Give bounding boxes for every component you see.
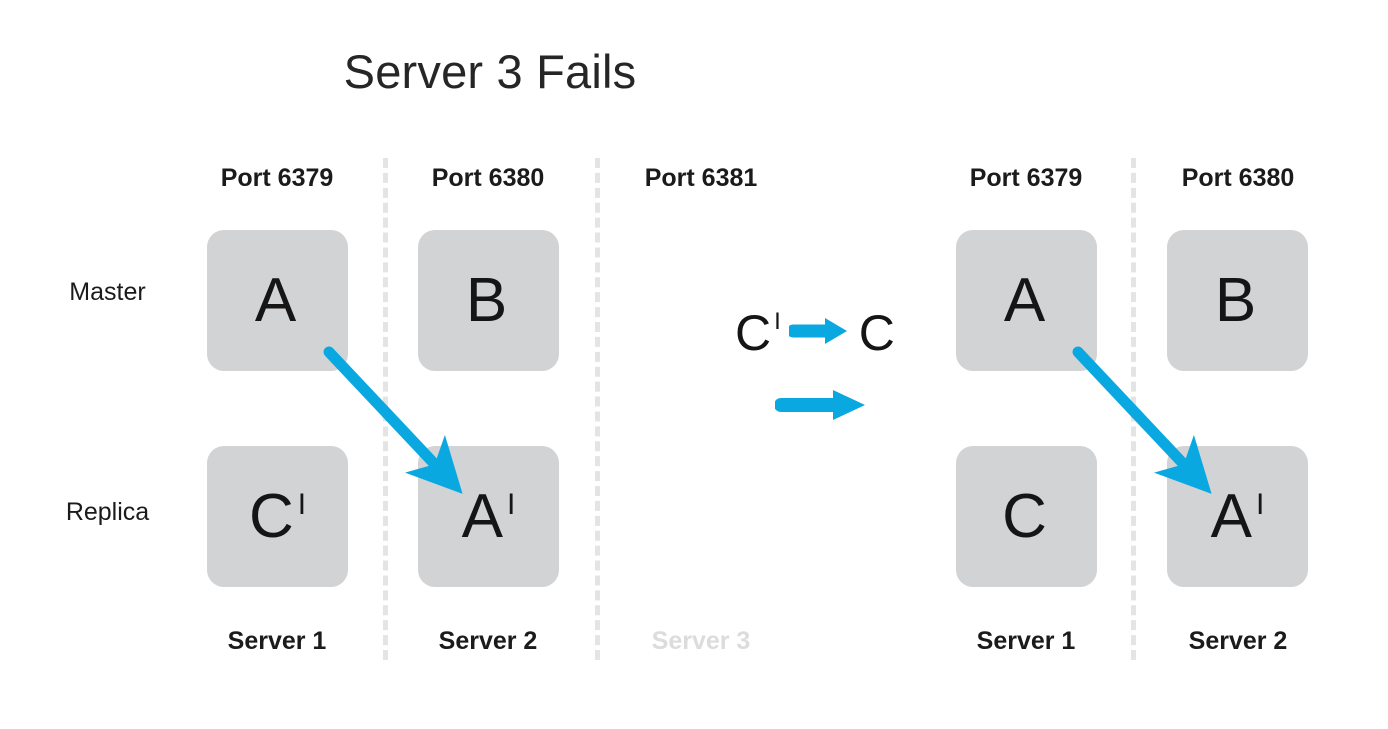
node-label: C xyxy=(1002,481,1051,551)
node-after-server2-master: B xyxy=(1167,230,1308,371)
server-label-before-server3: Server 3 xyxy=(651,627,751,655)
node-before-server1-replica: C I xyxy=(207,446,348,587)
transition-group: C I C xyxy=(735,305,905,435)
node-letter: A xyxy=(461,481,503,551)
transition-arrow-row xyxy=(767,379,877,435)
promotion-target: C xyxy=(859,308,898,358)
node-label: B xyxy=(465,265,511,335)
node-after-server2-replica: A I xyxy=(1167,446,1308,587)
row-label-replica: Replica xyxy=(65,498,150,526)
node-letter: A xyxy=(254,265,297,335)
row-label-master: Master xyxy=(69,278,146,306)
node-prime: I xyxy=(1256,487,1265,521)
port-label-after-server1: Port 6379 xyxy=(969,164,1083,192)
column-divider xyxy=(1131,158,1136,660)
column-divider xyxy=(383,158,388,660)
right-arrow-icon xyxy=(786,314,851,353)
node-prime: I xyxy=(297,487,307,521)
server-label-before-server1: Server 1 xyxy=(227,627,327,655)
port-label-before-server3: Port 6381 xyxy=(644,164,758,192)
node-letter: C xyxy=(858,305,895,361)
node-after-server1-master: A xyxy=(956,230,1097,371)
node-label: C I xyxy=(248,481,307,551)
server-label-after-server2: Server 2 xyxy=(1188,627,1288,655)
promotion-source: C I xyxy=(735,308,781,358)
page-title: Server 3 Fails xyxy=(343,45,637,98)
node-letter: C xyxy=(735,305,772,361)
node-before-server1-master: A xyxy=(207,230,348,371)
node-prime: I xyxy=(507,487,516,521)
node-label: A xyxy=(254,265,300,335)
node-letter: A xyxy=(1210,481,1252,551)
node-letter: B xyxy=(1214,265,1257,335)
server-label-after-server1: Server 1 xyxy=(976,627,1076,655)
node-label: A I xyxy=(461,481,516,551)
promotion-expression: C I C xyxy=(735,305,898,361)
node-before-server2-replica: A I xyxy=(418,446,559,587)
node-label: A xyxy=(1003,265,1049,335)
node-letter: B xyxy=(465,265,508,335)
right-arrow-icon xyxy=(774,386,869,429)
server-label-before-server2: Server 2 xyxy=(438,627,538,655)
port-label-before-server2: Port 6380 xyxy=(431,164,545,192)
node-label: B xyxy=(1214,265,1260,335)
node-before-server2-master: B xyxy=(418,230,559,371)
port-label-before-server1: Port 6379 xyxy=(220,164,334,192)
node-prime: I xyxy=(774,308,781,335)
node-letter: C xyxy=(1002,481,1047,551)
node-label: A I xyxy=(1210,481,1265,551)
node-after-server1-replica: C xyxy=(956,446,1097,587)
node-letter: C xyxy=(248,481,294,551)
port-label-after-server2: Port 6380 xyxy=(1181,164,1295,192)
node-letter: A xyxy=(1003,265,1046,335)
column-divider xyxy=(595,158,600,660)
